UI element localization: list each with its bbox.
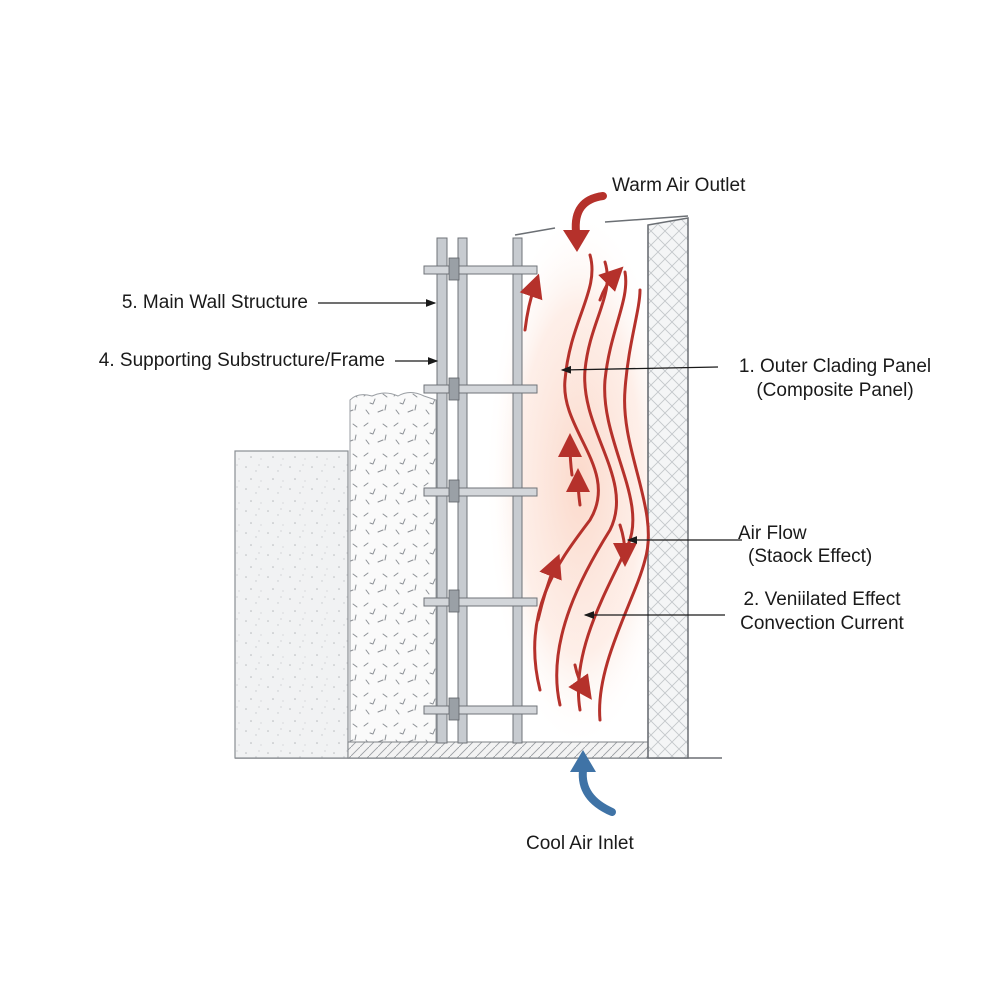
warm-air-outlet-arrowhead	[563, 230, 590, 252]
base-slab	[347, 741, 649, 759]
leader-lines	[318, 299, 742, 619]
ventilated-effect-label-line1: 2. Veniilated Effect	[743, 589, 901, 610]
air-flow-label-line2: (Staock Effect)	[748, 546, 873, 567]
main-wall-block	[234, 450, 349, 759]
outer-cladding-panel	[647, 217, 689, 759]
main-wall-structure-label: 5. Main Wall Structure	[121, 292, 308, 313]
flow-arrows	[519, 266, 637, 700]
outer-cladding-label-line2: (Composite Panel)	[756, 380, 914, 401]
cool-air-inlet-arrow	[578, 766, 616, 816]
air-flow-label-line1: Air Flow	[738, 523, 807, 544]
cool-air-inlet-label: Cool Air Inlet	[526, 833, 634, 854]
support-frame	[423, 237, 538, 744]
frame-rails	[423, 265, 538, 715]
cool-air-inlet-arrowhead	[570, 750, 596, 772]
supporting-substructure-label: 4. Supporting Substructure/Frame	[98, 350, 385, 371]
outer-cladding-label-line1: 1. Outer Clading Panel	[738, 356, 932, 377]
ventilated-effect-label-line2: Convection Current	[740, 613, 904, 634]
insulation-layer	[349, 392, 437, 743]
warm-air-outlet-arrow	[571, 192, 607, 236]
cladding-top-edge	[514, 227, 556, 236]
warm-air-outlet-label: Warm Air Outlet	[612, 175, 746, 196]
cladding-top-edge-2	[604, 215, 689, 223]
frame-brackets	[448, 257, 460, 721]
